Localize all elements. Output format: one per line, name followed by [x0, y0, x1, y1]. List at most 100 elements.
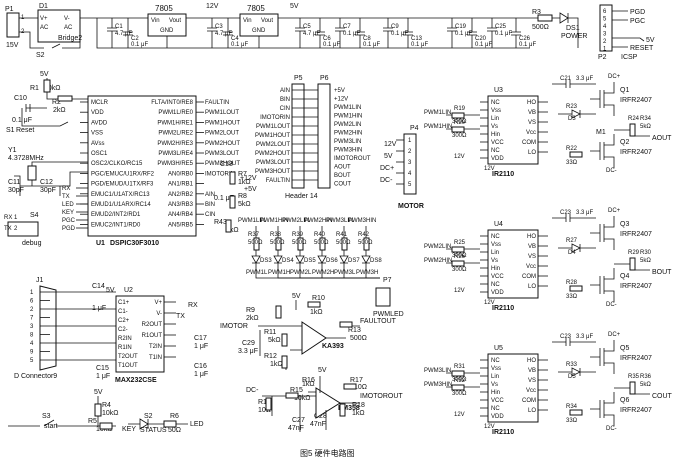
icsp-pin-number: 5 [603, 17, 607, 23]
icsp-pin-number: 4 [603, 24, 607, 30]
max232-right-pin: T2IN [149, 344, 162, 350]
p7-body [375, 287, 391, 307]
capacitor-symbol [335, 18, 345, 48]
output-net: AOUT [652, 135, 672, 142]
capacitor-value: 0.1 μF [323, 42, 340, 48]
max232-left-pin: T1OUT [118, 363, 138, 369]
driver-input-resistor-value: 300Ω [452, 391, 467, 397]
r43-ref: R43 [214, 219, 227, 226]
s3-ref: S3 [42, 413, 51, 420]
mosfet-part: IRFR2407 [620, 283, 652, 290]
p5-5v: +5V [244, 186, 257, 193]
capacitor-ref: C5 [303, 24, 311, 30]
mosfet-part: IRFR2407 [620, 407, 652, 414]
p6-pin-label: PWM1HIN [334, 114, 362, 120]
bootstrap-r2-value: 33Ω [566, 418, 578, 424]
capacitor-value: 0.1 μF [343, 31, 360, 37]
c12-value: 30pF [40, 187, 56, 194]
regulator-1-vout: Vout [169, 18, 181, 24]
driver-input-resistor-value: 300Ω [452, 377, 467, 383]
pwm-led-symbol [273, 226, 380, 279]
driver-input-net: PWM1LIN [424, 110, 451, 116]
bus-negative: DC- [606, 168, 617, 174]
j1-label: D Connector9 [14, 373, 57, 380]
output-wire [614, 387, 650, 395]
current-amplifier: DC- 5V R14 10Ω R15 10kΩ R16 1kΩ R17 10Ω … [246, 367, 403, 432]
mosfet-ref: Q2 [620, 139, 629, 146]
pwm-resistor-ref: R39 [292, 232, 304, 238]
driver-right-pin: LO [528, 150, 536, 156]
c29-ref: C29 [242, 340, 255, 347]
capacitor-symbol [467, 18, 477, 48]
mcu-net-label: PWM3HOUT [205, 161, 240, 167]
capacitor-symbol [487, 18, 497, 48]
max232-left-pin: C2- [118, 327, 128, 333]
driver-left-pin: Vss [491, 108, 501, 114]
mosfet-symbol [590, 268, 615, 302]
capacitor-ref: C19 [455, 24, 467, 30]
bootstrap-cap-value: 3.3 μF [576, 76, 593, 82]
bridge-d1 [37, 9, 81, 43]
icsp-reset: RESET [630, 45, 654, 52]
p5-pin-label: CIN [280, 106, 290, 112]
p4-pin-number: 4 [408, 171, 412, 177]
p7-ref: P7 [383, 277, 392, 284]
capacitor-value: 4.7 μF [115, 31, 132, 37]
debug-rx: RX [4, 215, 12, 221]
r15-resistor [285, 392, 299, 399]
driver-input-net: PWM3LIN [424, 368, 451, 374]
db9-pin-number: 2 [30, 307, 34, 313]
driver-right-pin: COM [522, 398, 536, 404]
pwm-resistor-value: 500Ω [336, 240, 351, 246]
bootstrap-cap-symbol [552, 338, 596, 346]
reset-circuit: 5V R1 10kΩ C10 R2 2kΩ 0.1 μF S1 Reset [6, 71, 88, 134]
max232-left-pin: R2IN [118, 336, 132, 342]
max232-right-pin: V+ [154, 300, 162, 306]
pwm-led-label: PWM3H [356, 270, 378, 276]
p6-pins: +5V+12VPWM1LINPWM1HINPWM2LINPWM2HINPWM3L… [334, 88, 371, 188]
driver-left-pin: Vs [491, 382, 498, 388]
driver-input-resistor [451, 260, 465, 267]
driver-input-resistor-ref: R26 [454, 254, 466, 260]
mcu-ref: U1 [96, 240, 105, 247]
power-supply: P1 15V 1 2 D1 V+ V- AC AC Bridge2 S2 780… [5, 3, 587, 59]
r3-value: 500Ω [532, 24, 549, 31]
icsp-pgd: PGD [630, 9, 645, 16]
p6-pin-label: PWM1LIN [334, 105, 361, 111]
pwm-signal-label: PWM2HIN [304, 218, 332, 224]
max232-left-pin: R1IN [118, 345, 132, 351]
driver-supply-label: 12V [454, 154, 465, 160]
driver-left-pin: Lin [491, 374, 499, 380]
driver-supply-label-2: 12V [484, 300, 495, 306]
driver-input-resistor-value: 300Ω [452, 133, 467, 139]
capacitor-value: 0.1 μF [231, 42, 248, 48]
mcu-net-label: PWM3LOUT [205, 151, 239, 157]
driver-right-pin: COM [522, 140, 536, 146]
pwm-resistor-ref: R40 [314, 232, 326, 238]
key-net: KEY [122, 426, 136, 433]
p5-pin-label: PWM2LOUT [256, 142, 290, 148]
capacitor-ref: C20 [475, 36, 487, 42]
r15-value: 10kΩ [294, 395, 311, 402]
pwm-signal-label: PWM3LIN [326, 218, 353, 224]
db9-pin-number: 5 [30, 358, 34, 364]
r8-ref: R8 [238, 193, 247, 200]
mcu-left-pin-label: OSC1 [91, 151, 108, 157]
y1-freq: 4.3728MHz [8, 155, 44, 162]
db9-pin-number: 6 [30, 299, 34, 305]
pwm-led-symbol [339, 226, 380, 279]
r4-value: 10kΩ [102, 410, 119, 417]
s1-label: Reset [16, 127, 34, 134]
bus-positive: DC+ [608, 74, 621, 80]
s1-ref: S1 [6, 127, 15, 134]
mcu-left-pin-label: PGC/EMUC/U1RX/RF2 [91, 171, 155, 177]
driver-right-pin: VS [528, 120, 536, 126]
p5-pin-label: BIN [280, 97, 290, 103]
pwm-resistor-ref: R38 [270, 232, 282, 238]
mcu-nets: FAULTINPWM1LOUTPWM1HOUTPWM2LOUTPWM2HOUTP… [205, 100, 240, 218]
p7-label: PWMLED [373, 311, 404, 318]
driver-right-pin: COM [522, 274, 536, 280]
driver-input-resistor [451, 246, 465, 253]
mcu-right-pin-label: PWM3H/RE5 [157, 161, 193, 167]
